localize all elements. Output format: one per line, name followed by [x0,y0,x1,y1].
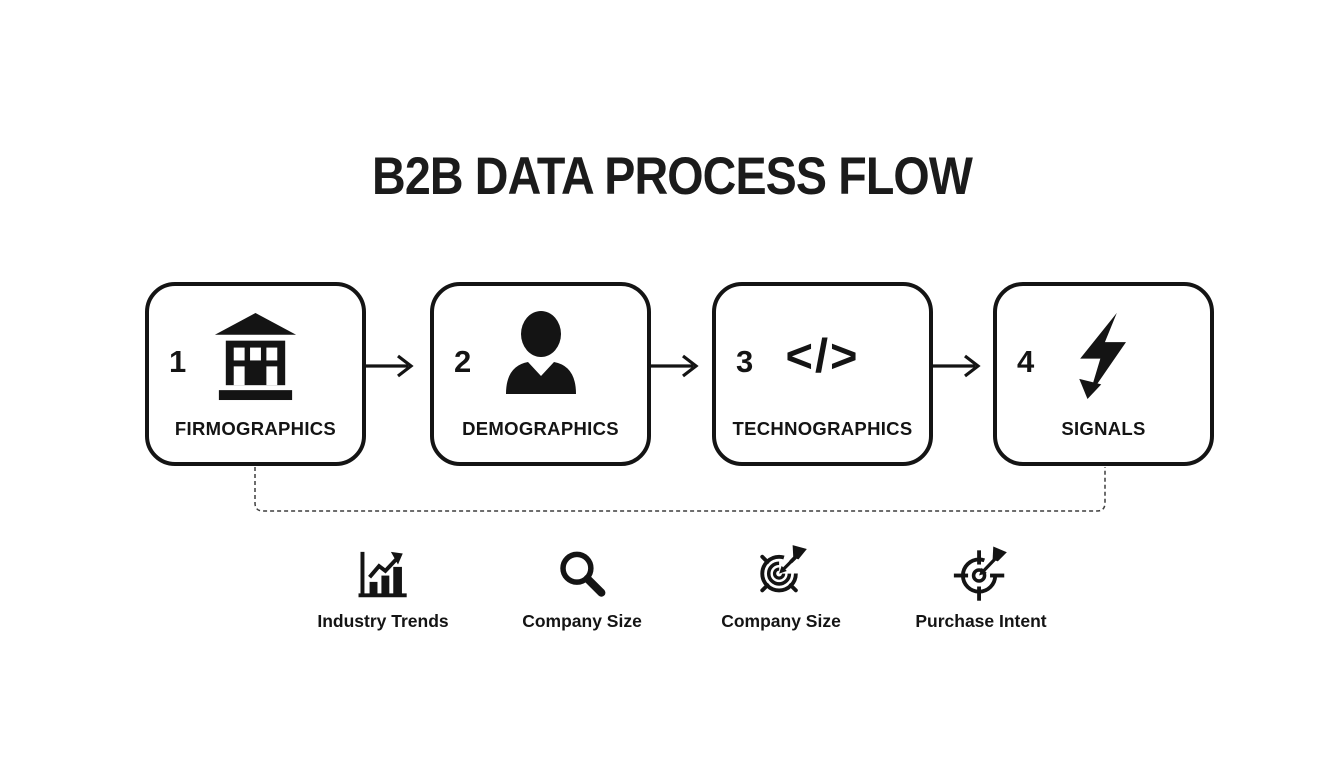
step-box-firmographics: 1 FIRMOGRAPHICS [145,282,366,466]
detail-label: Industry Trends [317,611,449,631]
target-dart-icon [696,540,866,602]
bar-chart-trend-icon [298,540,468,602]
step-number: 1 [169,344,187,379]
flow-arrow-1-icon [366,354,414,378]
person-icon [434,300,647,410]
step-box-signals: 4 SIGNALS [993,282,1214,466]
code-icon: </> [716,300,929,410]
building-icon [149,300,362,410]
crosshair-dart-icon [896,540,1066,602]
detail-industry-trends: Industry Trends [298,540,468,632]
detail-label: Purchase Intent [915,611,1047,631]
flow-arrow-2-icon [651,354,699,378]
step-number: 2 [454,344,472,379]
detail-purchase-intent: Purchase Intent [896,540,1066,632]
page-title: B2B DATA PROCESS FLOW [372,147,973,206]
dashed-feedback-connector [254,467,1106,512]
step-label: FIRMOGRAPHICS [174,418,337,439]
step-box-demographics: 2 DEMOGRAPHICS [430,282,651,466]
detail-label: Company Size [522,611,642,631]
detail-label: Company Size [721,611,841,631]
step-label: TECHNOGRAPHICS [732,418,913,439]
step-label: DEMOGRAPHICS [462,418,619,439]
code-glyph: </> [785,328,860,382]
step-number: 3 [736,344,754,379]
flow-arrow-3-icon [933,354,981,378]
bolt-arrow-icon [997,300,1210,410]
step-label: SIGNALS [1061,418,1146,439]
step-number: 4 [1017,344,1035,379]
step-box-technographics: 3 </> TECHNOGRAPHICS [712,282,933,466]
magnifier-icon [497,540,667,602]
detail-company-size-1: Company Size [497,540,667,632]
detail-company-size-2: Company Size [696,540,866,632]
